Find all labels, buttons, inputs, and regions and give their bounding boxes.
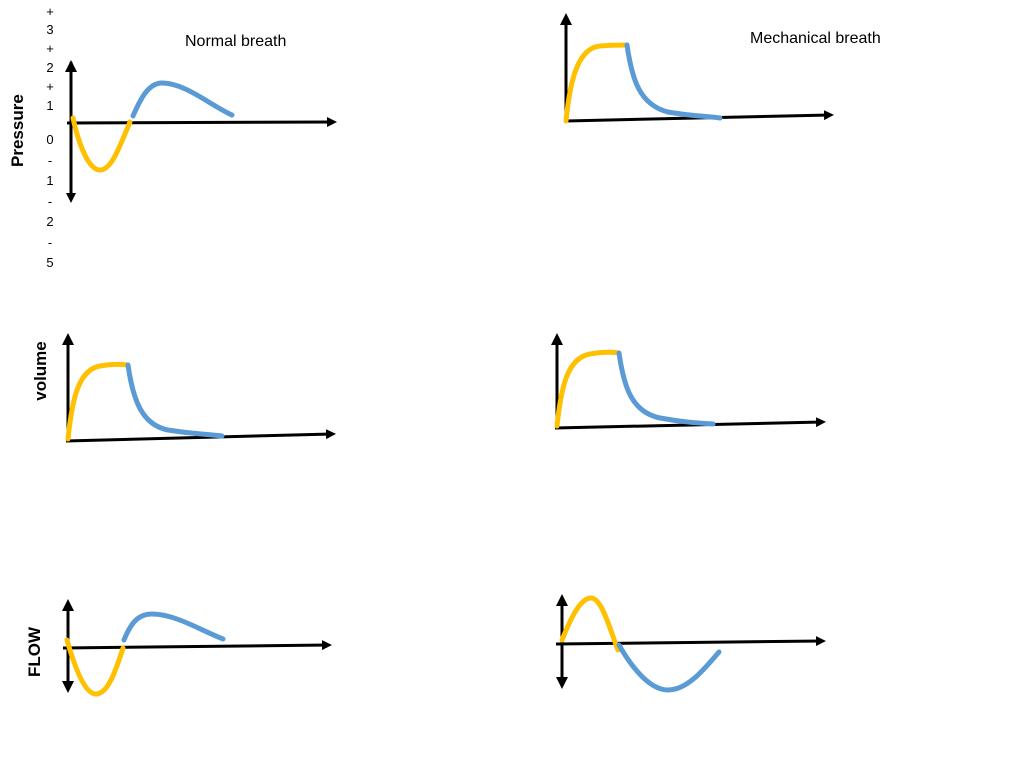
pressure-tick: 5 [46,255,54,270]
pressure-tick: - [47,153,53,168]
mechanical-flow-x-axis [555,636,826,647]
mechanical-pressure-graph [560,13,834,124]
pressure-tick: 2 [46,214,54,229]
pressure-tick: 1 [46,173,54,188]
mechanical-flow-graph [555,594,826,693]
mechanical-flow-inspiration-curve [559,595,621,653]
normal-flow-y-arrow-down [62,681,74,693]
pressure-tick: 2 [46,60,54,75]
normal-pressure-expiration-curve [130,80,235,119]
pressure-tick: - [47,194,53,209]
pressure-tick: 0 [46,132,54,147]
mechanical-pressure-inspiration-curve [563,42,630,124]
normal-flow-expiration-curve [121,611,226,643]
mechanical-pressure-expiration-curve [624,42,723,121]
mechanical-flow-y-arrow-down [556,677,568,689]
pressure-tick: + [46,79,54,94]
title-normal-breath: Normal breath [185,33,287,50]
mechanical-volume-y-arrow-up [551,333,563,345]
mechanical-flow-y-arrow-up [556,594,568,606]
normal-pressure-graph [65,60,337,203]
title-mechanical-breath: Mechanical breath [750,30,881,47]
mechanical-volume-graph [551,333,826,430]
pressure-tick: 3 [46,22,54,37]
normal-flow-graph [62,599,332,697]
mechanical-volume-x-axis [554,417,826,430]
pressure-tick: + [46,4,54,19]
normal-volume-x-axis [65,429,336,443]
normal-flow-x-axis [62,640,332,651]
normal-volume-inspiration-curve [65,361,131,442]
pressure-tick: - [47,235,53,250]
normal-pressure-y-arrow-up [65,60,77,72]
normal-flow-inspiration-curve [64,637,126,697]
normal-flow-y-arrow-up [62,599,74,611]
normal-pressure-x-axis [66,117,337,128]
mechanical-flow-expiration-curve [616,642,722,693]
pressure-tick: 1 [46,98,54,113]
normal-volume-y-arrow-up [62,333,74,345]
mechanical-volume-inspiration-curve [554,349,622,429]
normal-pressure-inspiration-curve [70,115,133,173]
mechanical-pressure-y-arrow-up [560,13,572,25]
pressure-tick: + [46,41,54,56]
normal-volume-expiration-curve [125,362,225,439]
normal-volume-graph [62,333,336,443]
mechanical-volume-expiration-curve [616,350,716,427]
